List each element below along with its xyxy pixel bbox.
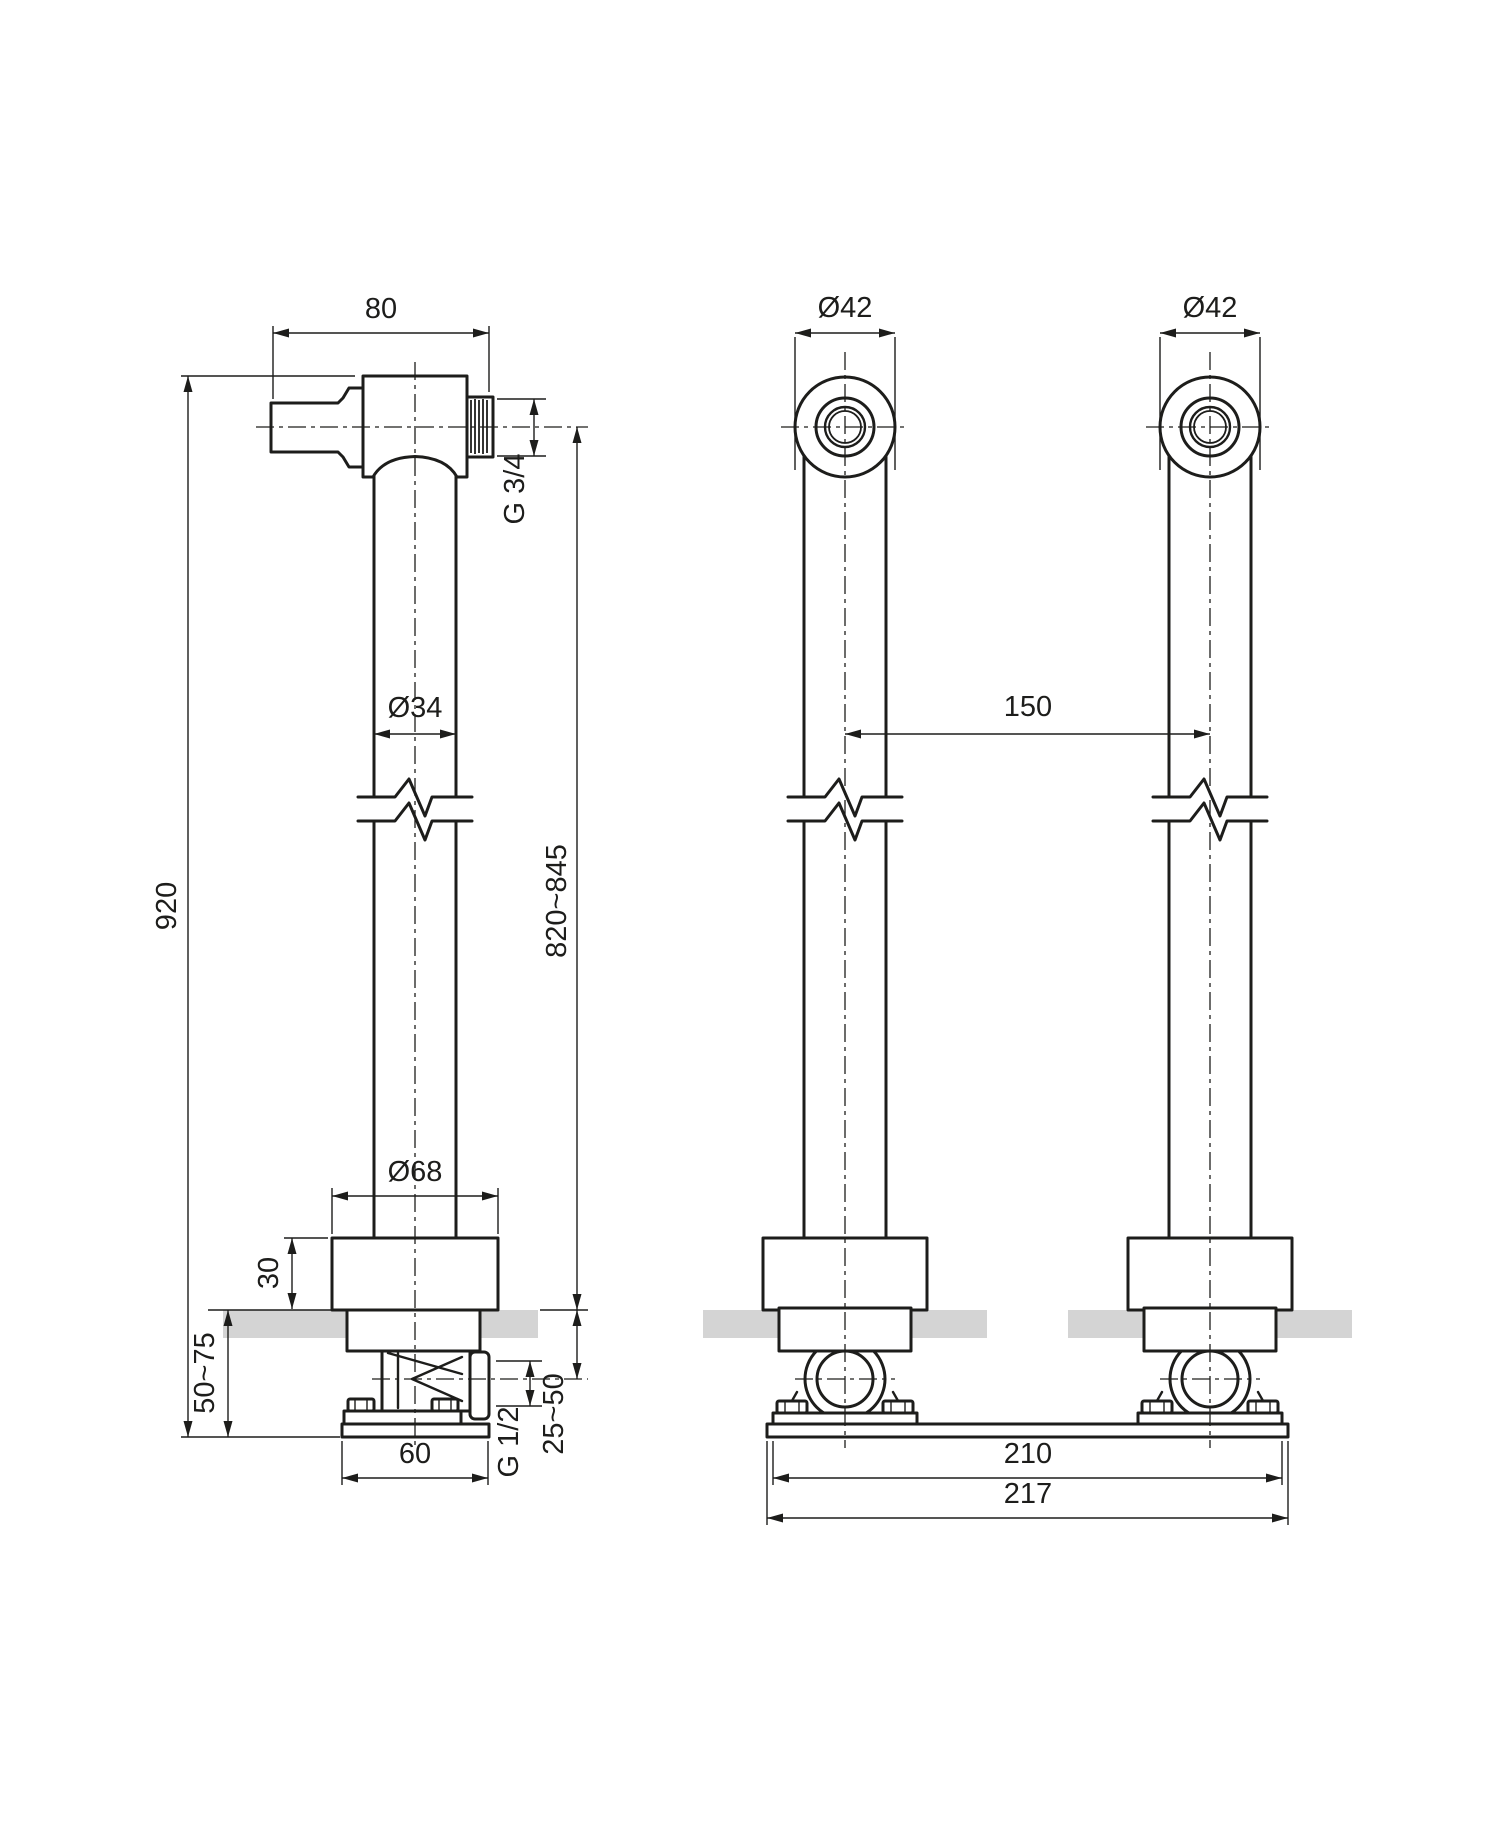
dim-top-outlet-thread-label: G 3/4 — [499, 454, 531, 525]
side-infloor-block — [345, 1306, 482, 1353]
dim-collar-diameter-label: Ø68 — [388, 1156, 443, 1188]
dimension-labels: 80 G 3/4 Ø34 920 820~845 Ø68 30 50~75 60… — [151, 292, 1237, 1510]
dimension-lines — [181, 326, 1289, 1525]
side-view-fixture — [269, 374, 500, 1439]
dim-column-dia-left-label: Ø42 — [818, 292, 873, 324]
floor-cross-section — [223, 1310, 1352, 1338]
dim-floor-depth-range-label: 50~75 — [189, 1332, 221, 1413]
dim-foot-spacing-label: 210 — [1004, 1438, 1052, 1470]
dim-pipe-spacing-label: 150 — [1004, 691, 1052, 723]
dim-pipe-diameter-label: Ø34 — [388, 692, 443, 724]
dim-outlet-height-range-label: 820~845 — [541, 844, 573, 958]
dim-total-height-label: 920 — [151, 882, 183, 930]
dim-column-dia-right-label: Ø42 — [1183, 292, 1238, 324]
side-pipe-break-symbol — [356, 777, 474, 842]
dim-base-width-label: 60 — [399, 1438, 431, 1470]
front-view-fixture — [761, 375, 1294, 1439]
front-base-rail — [765, 1422, 1290, 1439]
dim-inlet-depth-range-label: 25~50 — [538, 1373, 570, 1454]
side-foot-plate — [342, 1409, 463, 1426]
side-bolts — [346, 1397, 460, 1413]
dim-top-width-label: 80 — [365, 293, 397, 325]
dim-rail-length-label: 217 — [1004, 1478, 1052, 1510]
side-inlet-port — [468, 1350, 491, 1421]
front-left-column — [786, 448, 904, 1241]
side-spout — [269, 386, 365, 469]
front-right-column — [1151, 448, 1269, 1241]
dim-inlet-thread-label: G 1/2 — [493, 1407, 525, 1478]
side-riser-pipe — [372, 474, 458, 1241]
dim-collar-height-label: 30 — [253, 1257, 285, 1289]
centerlines — [256, 352, 1274, 1448]
